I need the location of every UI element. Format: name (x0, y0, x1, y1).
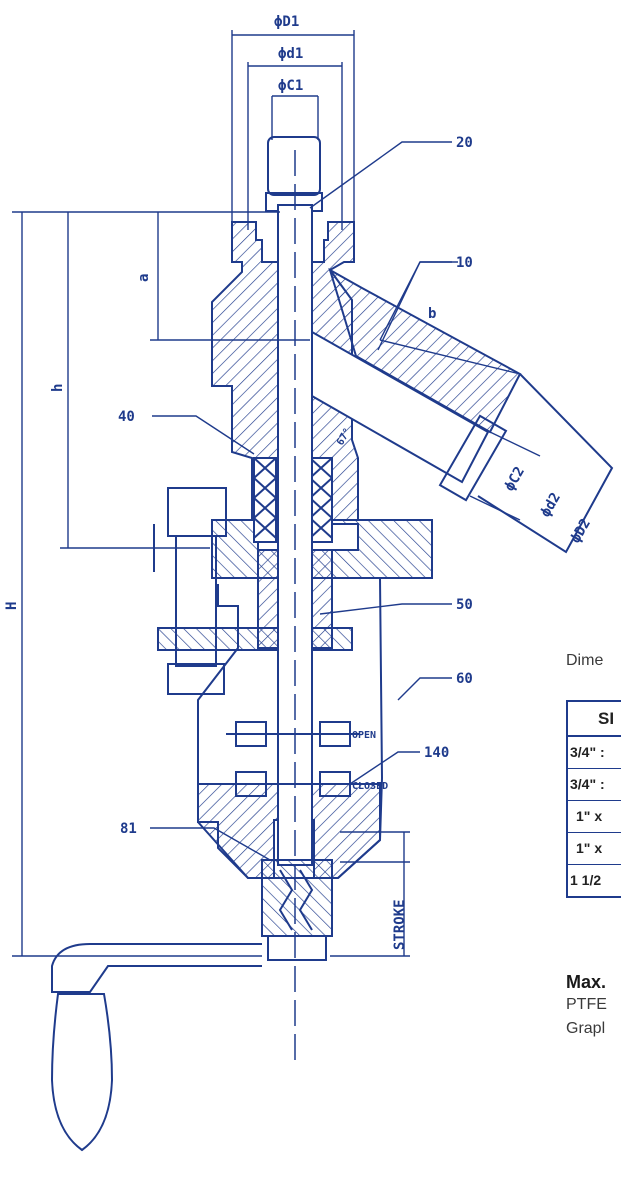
crank-grip (50, 993, 114, 1152)
table-row: 1" x (568, 833, 621, 865)
dimensions-table: SI 3/4" : 3/4" : 1" x 1" x 1 1/2 (566, 700, 621, 898)
gland-plate (157, 627, 353, 651)
side-max-heading: Max. (566, 972, 607, 992)
label-c2: ϕC2 (502, 464, 529, 494)
handle-hub (261, 859, 333, 937)
label-b: b (428, 306, 436, 322)
yoke-base (197, 783, 381, 879)
part-number-140: 140 (424, 745, 449, 761)
table-row: 3/4" : (568, 769, 621, 801)
label-a: a (136, 274, 152, 282)
label-d1-inner: ϕd1 (278, 46, 303, 62)
bolt-shank (175, 535, 217, 667)
crank-handle (51, 943, 262, 993)
part-number-60: 60 (456, 671, 473, 687)
label-open: OPEN (352, 730, 376, 741)
label-d1-outer: ϕD1 (274, 14, 299, 30)
bolt-nut-bottom (167, 663, 225, 695)
table-row: 1" x (568, 801, 621, 833)
side-ptfe: PTFE (566, 996, 607, 1013)
label-stroke: STROKE (392, 899, 408, 950)
side-graphite: Grapl (566, 1020, 606, 1037)
stem-top-end (267, 136, 321, 196)
part-number-40: 40 (118, 409, 135, 425)
label-c1: ϕC1 (278, 78, 303, 94)
label-closed: CLOSED (352, 781, 388, 792)
label-h: h (50, 384, 66, 392)
packing-left (253, 457, 277, 543)
label-H: H (4, 602, 20, 610)
table-row: 1 1/2 (570, 872, 602, 888)
part-number-81: 81 (120, 821, 137, 837)
outlet-seat (438, 414, 508, 502)
label-d2-inner: ϕd2 (538, 490, 565, 520)
table-row: 3/4" : (568, 737, 621, 769)
table-header: SI (568, 702, 621, 737)
part-number-20: 20 (456, 135, 473, 151)
side-heading-dimensions: Dime (566, 652, 604, 669)
part-number-10: 10 (456, 255, 473, 271)
part-number-50: 50 (456, 597, 473, 613)
